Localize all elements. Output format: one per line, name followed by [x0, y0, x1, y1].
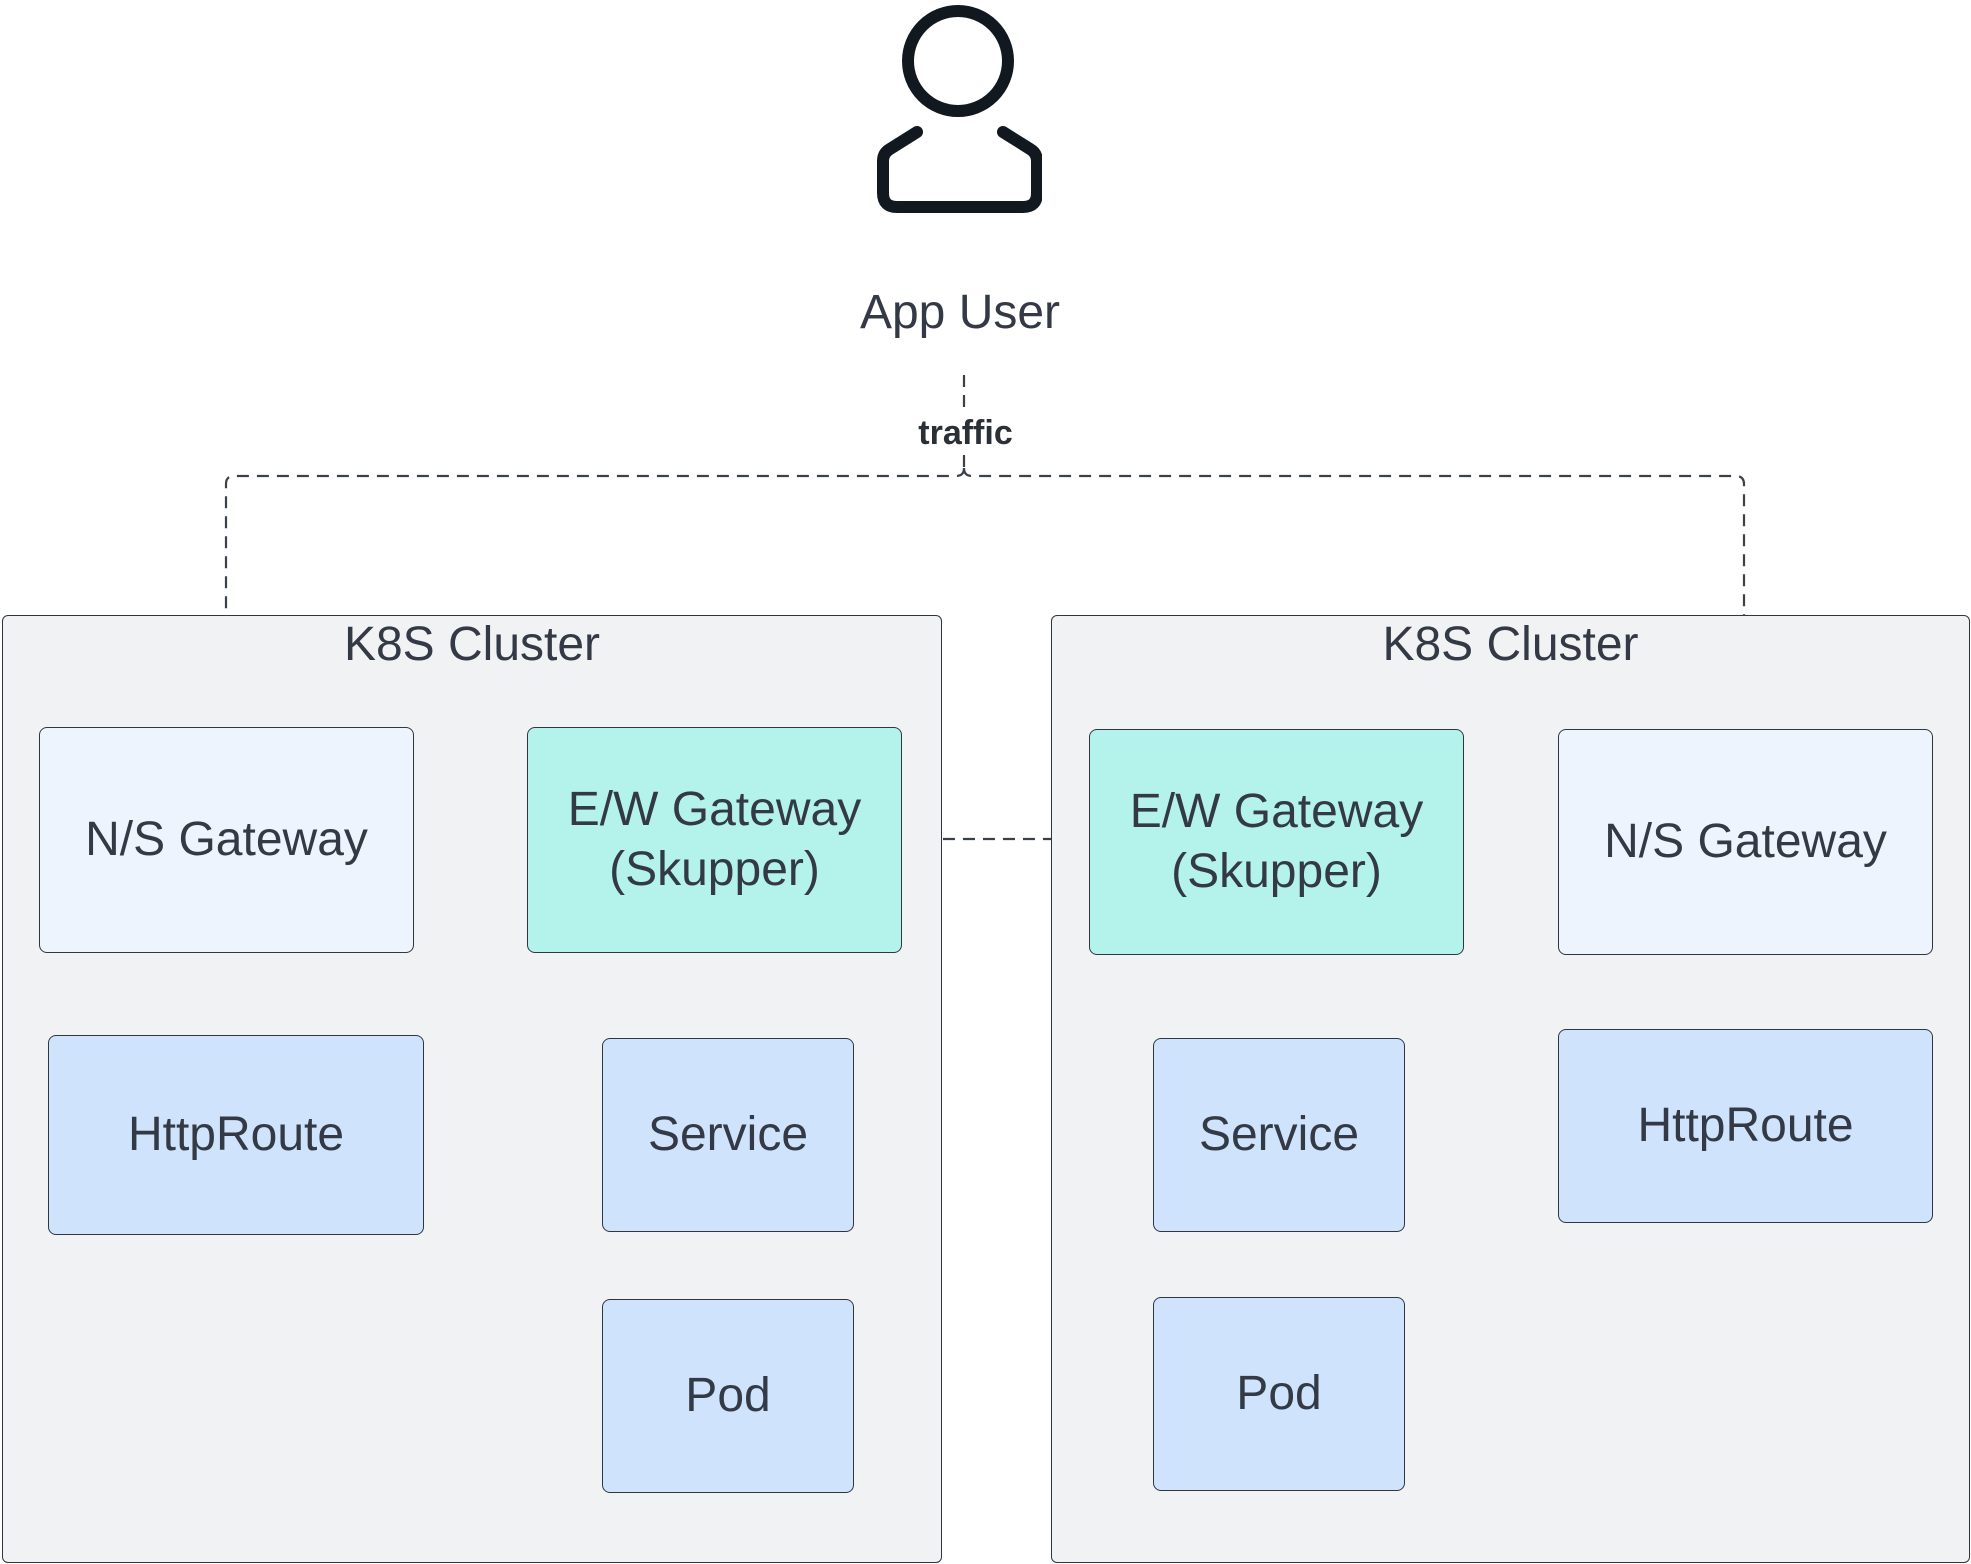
- node-label: Pod: [1236, 1367, 1322, 1420]
- traffic-edge-label: traffic: [904, 414, 1027, 453]
- pod-node[interactable]: Pod: [602, 1299, 854, 1493]
- app-user-actor: [872, 4, 1043, 214]
- ew-gateway-node[interactable]: E/W Gateway (Skupper): [527, 727, 902, 953]
- cluster-title: K8S Cluster: [1382, 618, 1639, 671]
- service-node[interactable]: Service: [1153, 1038, 1405, 1232]
- node-label: N/S Gateway: [1604, 815, 1887, 868]
- node-label: HttpRoute: [1637, 1099, 1854, 1152]
- user-icon: [877, 5, 1043, 213]
- node-label: HttpRoute: [127, 1108, 345, 1161]
- node-label: N/S Gateway: [85, 813, 368, 866]
- node-label: Pod: [685, 1369, 771, 1422]
- app-user-label: App User: [859, 286, 1061, 339]
- ns-gateway-node[interactable]: N/S Gateway: [39, 727, 414, 953]
- service-node[interactable]: Service: [602, 1038, 854, 1232]
- node-label: Service: [647, 1108, 809, 1161]
- ew-gateway-node[interactable]: E/W Gateway (Skupper): [1089, 729, 1464, 955]
- ns-gateway-node[interactable]: N/S Gateway: [1558, 729, 1933, 955]
- node-label: E/W Gateway (Skupper): [567, 783, 862, 896]
- node-label: Service: [1198, 1108, 1360, 1161]
- cluster-title: K8S Cluster: [343, 618, 601, 671]
- pod-node[interactable]: Pod: [1153, 1297, 1405, 1491]
- httproute-node[interactable]: HttpRoute: [1558, 1029, 1933, 1223]
- httproute-node[interactable]: HttpRoute: [48, 1035, 424, 1235]
- node-label: E/W Gateway (Skupper): [1129, 785, 1424, 898]
